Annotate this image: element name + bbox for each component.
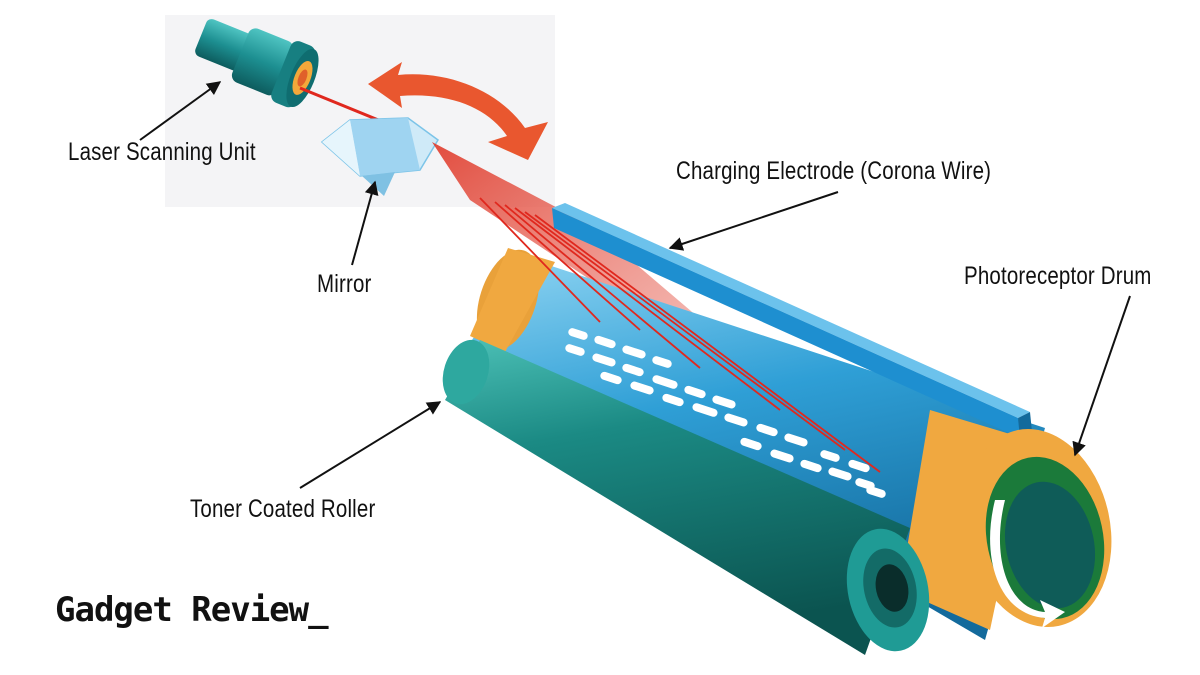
laser-scan-lines (479, 197, 881, 473)
leader-line-laser (139, 81, 222, 141)
leader-line-toner (299, 401, 442, 489)
leader-line-corona (668, 191, 839, 251)
leader-line-drum (1072, 295, 1131, 457)
label-photoreceptor-drum: Photoreceptor Drum (964, 262, 1152, 290)
brand-logo: Gadget Review_ (55, 590, 329, 630)
label-charging-electrode: Charging Electrode (Corona Wire) (676, 157, 992, 185)
label-toner-coated-roller: Toner Coated Roller (190, 495, 376, 523)
toner-coated-roller (442, 339, 930, 655)
leader-line-mirror (351, 180, 379, 266)
label-laser-scanning-unit: Laser Scanning Unit (68, 138, 256, 166)
drum-end-cap (964, 429, 1112, 628)
label-mirror: Mirror (317, 270, 372, 298)
rotation-arrow (368, 62, 548, 160)
polygon-mirror (320, 117, 439, 196)
leader-lines (139, 81, 1131, 489)
laser-scanning-unit (195, 19, 319, 108)
latent-image-dots (565, 328, 886, 498)
